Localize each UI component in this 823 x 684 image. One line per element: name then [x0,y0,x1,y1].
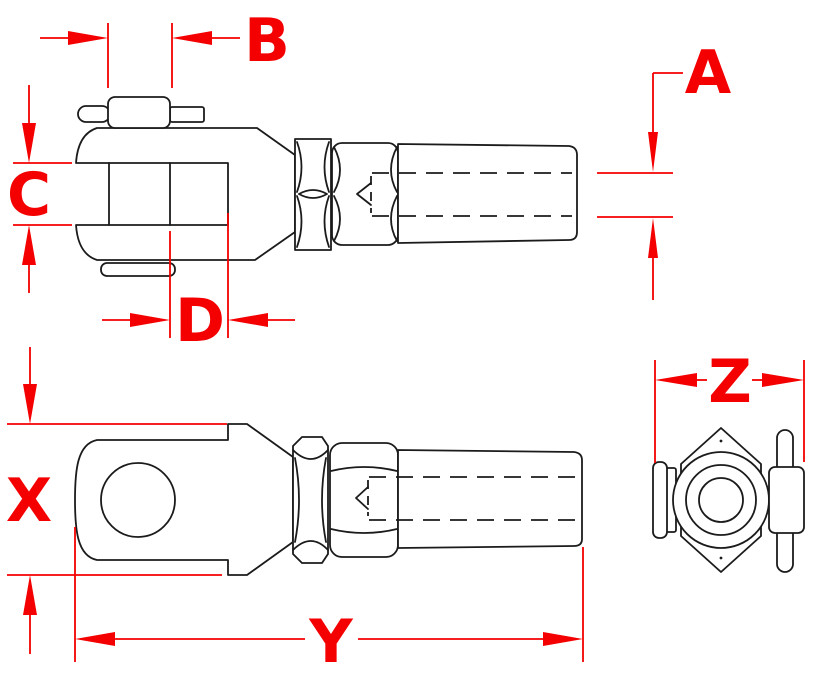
swage-nut [331,142,399,246]
toggle-pin-left-end [77,105,111,123]
dimension-b [40,23,240,88]
arrowhead [648,132,658,172]
eye-bottom-view [74,423,583,576]
dimension-label-c: C [6,160,52,230]
dimension-label-y: Y [309,607,353,677]
pin-retainer [100,262,176,277]
dimension-y [74,527,584,662]
lock-nut-facets [292,449,329,551]
dimension-x [7,347,227,654]
thread-chevron [356,182,372,206]
toggle-pin-right-end [169,106,205,123]
dimension-label-b: B [244,6,290,76]
top-center-mark [719,439,723,443]
arrowhead [75,632,115,646]
arrowhead [648,218,658,258]
toggle-pin-block [768,466,805,534]
swage-tube [397,449,583,549]
arrowhead [228,313,268,327]
swage-nut-facets [333,146,398,242]
dimension-label-x: X [5,466,53,536]
eye-body-outline [74,423,294,576]
arrowhead [23,384,37,424]
arrowhead [23,575,37,615]
dimension-d [102,213,295,338]
lock-nut-body [292,436,329,564]
bore-circle [698,477,744,523]
lock-nut-bottom [292,436,329,564]
thread-indicator [355,480,369,516]
dimension-a [597,72,683,300]
arrowhead [543,632,583,646]
arrowhead [762,373,804,387]
lock-nut [294,138,332,251]
dimension-label-a: A [684,38,732,108]
arrowhead [130,313,170,327]
end-view [652,427,805,573]
swage-nut-bottom [329,442,399,558]
thread-chevron [355,486,369,510]
dimension-c [13,85,72,293]
bottom-center-mark [719,556,723,560]
fork-top-view [75,96,578,277]
toggle-pin-head [107,96,171,129]
arrowhead [655,373,697,387]
swage-nut-body [331,142,399,246]
swage-nut-body [329,442,399,558]
lock-nut-facets [296,141,330,248]
arrowhead [68,31,108,45]
thread-indicator [356,176,372,213]
swage-tube [397,143,578,244]
arrowhead [22,225,36,265]
eye-edge-flange [652,461,668,539]
arrowhead [22,123,36,163]
dimension-label-z: Z [708,347,752,417]
eye-hole [100,462,176,538]
dimension-z [654,360,805,463]
arrowhead [172,31,212,45]
dimension-label-d: D [175,286,225,356]
swage-nut-facets [330,466,398,534]
